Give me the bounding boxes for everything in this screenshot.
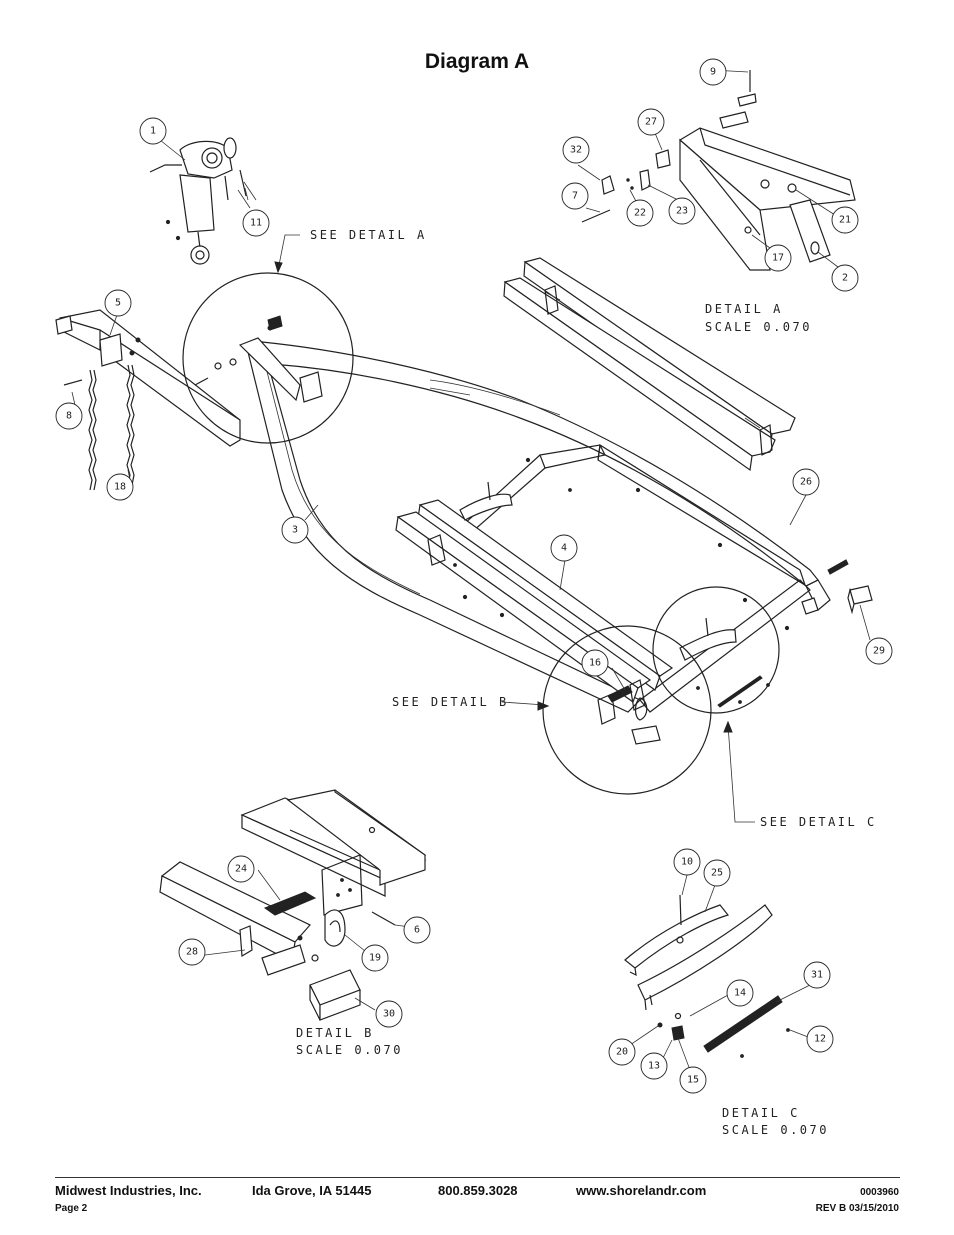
detail-a-callout: SEE DETAIL A (310, 228, 427, 242)
detail-c-circle (652, 586, 780, 714)
part-bubble: 16 (581, 649, 609, 677)
part-number: 11 (250, 218, 262, 229)
part-number: 26 (800, 477, 812, 488)
part-number: 16 (589, 658, 601, 669)
footer-company: Midwest Industries, Inc. (55, 1183, 202, 1198)
part-bubble: 30 (375, 1000, 403, 1028)
footer-revision: REV B 03/15/2010 (815, 1203, 899, 1214)
part-number: 6 (414, 925, 420, 936)
part-number: 4 (561, 543, 567, 554)
part-number: 19 (369, 953, 381, 964)
part-bubble: 14 (726, 979, 754, 1007)
part-number: 32 (570, 145, 582, 156)
detail-a-drawing (581, 70, 856, 271)
part-bubble: 8 (55, 402, 83, 430)
detail-b-title: DETAIL B (296, 1026, 374, 1040)
part-bubble: 1 (139, 117, 167, 145)
part-bubble: 19 (361, 944, 389, 972)
part-bubble: 6 (403, 916, 431, 944)
part-bubble: 5 (104, 289, 132, 317)
part-bubble: 20 (608, 1038, 636, 1066)
detail-c-scale: SCALE 0.070 (722, 1123, 829, 1137)
footer-rule (55, 1177, 900, 1178)
winch-post-drawing (55, 309, 241, 491)
part-bubble: 26 (792, 468, 820, 496)
footer-city: Ida Grove, IA 51445 (252, 1183, 372, 1198)
part-number: 15 (687, 1075, 699, 1086)
detail-b-callout: SEE DETAIL B (392, 695, 509, 709)
part-bubble: 31 (803, 961, 831, 989)
part-bubble: 23 (668, 197, 696, 225)
detail-a-circle (182, 272, 354, 444)
part-bubble: 7 (561, 182, 589, 210)
part-number: 5 (115, 298, 121, 309)
page-title: Diagram A (424, 50, 530, 73)
part-number: 13 (648, 1061, 660, 1072)
part-number: 7 (572, 191, 578, 202)
part-number: 20 (616, 1047, 628, 1058)
winch-drawing (149, 137, 257, 265)
trailer-exploded-diagram: SEE DETAIL A SEE DETAIL B SEE DETAIL C D… (55, 58, 893, 1137)
footer-page-number: Page 2 (55, 1203, 88, 1214)
part-number: 8 (66, 411, 72, 422)
part-number: 12 (814, 1034, 826, 1045)
detail-b-circle (542, 625, 712, 795)
part-bubble: 17 (764, 244, 792, 272)
footer-doc-number: 0003960 (860, 1187, 899, 1198)
detail-b-drawing (159, 789, 427, 1021)
part-number: 21 (839, 215, 851, 226)
part-number: 23 (676, 206, 688, 217)
part-bubble: 13 (640, 1052, 668, 1080)
part-number: 17 (772, 253, 784, 264)
part-number: 1 (150, 126, 156, 137)
detail-c-callout: SEE DETAIL C (760, 815, 877, 829)
part-bubble: 29 (865, 637, 893, 665)
part-number: 10 (681, 857, 693, 868)
part-number: 22 (634, 208, 646, 219)
detail-a-title: DETAIL A (705, 302, 783, 316)
part-number: 2 (842, 273, 848, 284)
part-bubble: 28 (178, 938, 206, 966)
footer-phone: 800.859.3028 (438, 1183, 518, 1198)
part-bubble: 21 (831, 206, 859, 234)
footer-website: www.shorelandr.com (576, 1183, 707, 1198)
detail-b-scale: SCALE 0.070 (296, 1043, 403, 1057)
part-number: 14 (734, 988, 746, 999)
part-number: 27 (645, 117, 657, 128)
part-bubble: 27 (637, 108, 665, 136)
part-bubble: 32 (562, 136, 590, 164)
part-bubble: 12 (806, 1025, 834, 1053)
part-number: 9 (710, 67, 716, 78)
part-bubble: 22 (626, 199, 654, 227)
part-bubble: 18 (106, 473, 134, 501)
main-frame-drawing (247, 257, 873, 745)
part-bubble: 9 (699, 58, 727, 86)
part-bubble: 2 (831, 264, 859, 292)
part-number: 18 (114, 482, 126, 493)
detail-a-scale: SCALE 0.070 (705, 320, 812, 334)
detail-c-title: DETAIL C (722, 1106, 800, 1120)
part-number: 3 (292, 525, 298, 536)
part-number: 24 (235, 864, 247, 875)
part-bubble: 3 (281, 516, 309, 544)
part-bubble: 24 (227, 855, 255, 883)
detail-c-drawing (624, 894, 790, 1058)
part-bubble: 25 (703, 859, 731, 887)
part-number: 30 (383, 1009, 395, 1020)
part-bubble: 4 (550, 534, 578, 562)
part-number: 28 (186, 947, 198, 958)
part-bubble: 15 (679, 1066, 707, 1094)
part-number: 29 (873, 646, 885, 657)
part-number: 25 (711, 868, 723, 879)
part-number: 31 (811, 970, 823, 981)
part-bubble: 11 (242, 209, 270, 237)
part-bubble: 10 (673, 848, 701, 876)
